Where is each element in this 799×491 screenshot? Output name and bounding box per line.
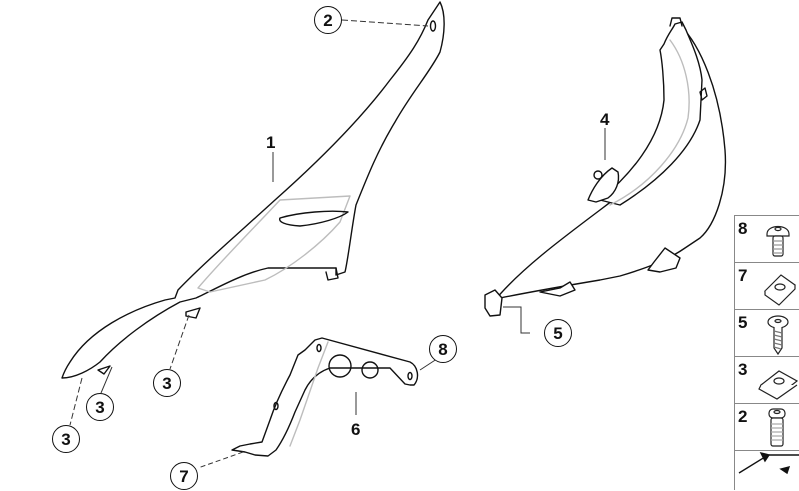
diagram-arrow-icon [738,451,799,475]
callout-5[interactable]: 5 [544,319,572,347]
legend-number: 3 [738,360,748,379]
cage-nut-icon [764,274,796,306]
legend-number: 2 [738,407,748,426]
legend-item-arrow[interactable] [734,450,799,490]
button-head-screw-icon [766,225,790,257]
part-6-bracket [231,337,419,457]
legend-item-5[interactable]: 5 [734,309,799,356]
callout-8[interactable]: 8 [429,335,457,363]
cylinder-head-screw-icon [768,408,786,447]
legend-item-7[interactable]: 7 [734,262,799,309]
legend-number: 7 [738,266,748,285]
parts-diagram [61,1,727,469]
callout-7[interactable]: 7 [170,462,198,490]
parts-legend: 8 7 5 [734,215,799,490]
callout-4[interactable]: 4 [600,110,610,129]
legend-number: 5 [738,313,748,332]
part-rear-cover [484,17,727,317]
spring-clip-icon [758,370,799,400]
callout-1[interactable]: 1 [266,133,276,152]
legend-item-2[interactable]: 2 [734,403,799,450]
callout-3a[interactable]: 3 [153,369,181,397]
part-1-side-panel [61,1,445,379]
legend-number: 8 [738,219,748,238]
callout-3c[interactable]: 3 [52,425,80,453]
legend-item-8[interactable]: 8 [734,215,799,262]
callout-6[interactable]: 6 [351,420,361,439]
legend-item-3[interactable]: 3 [734,356,799,403]
callout-2[interactable]: 2 [314,6,342,34]
callout-3b[interactable]: 3 [86,393,114,421]
tapping-screw-icon [767,315,789,356]
